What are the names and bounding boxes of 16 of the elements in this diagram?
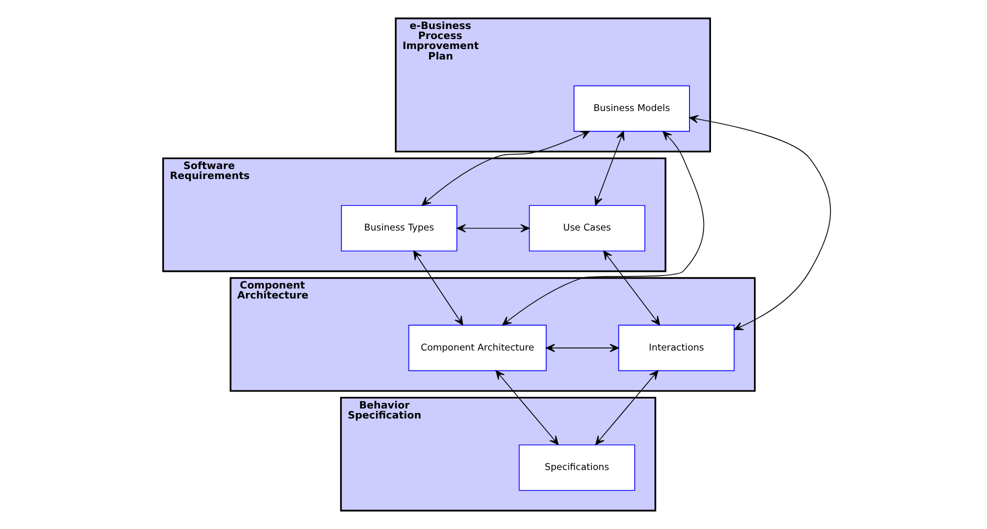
node-box: Use Cases (528, 205, 646, 252)
node-box: Specifications (518, 444, 636, 491)
node-box: Component Architecture (408, 324, 547, 372)
arrow (456, 224, 530, 232)
node-box: Business Models (574, 85, 690, 132)
arrow (502, 131, 704, 326)
node-box: Business Types (340, 205, 458, 252)
arrow (496, 370, 559, 446)
arrow (594, 130, 624, 206)
arrow (422, 130, 590, 206)
arrow (603, 250, 660, 326)
arrow (413, 250, 464, 326)
node-box: Interactions (618, 324, 735, 372)
arrow (595, 370, 658, 446)
arrow (689, 114, 831, 330)
arrow (546, 344, 619, 352)
